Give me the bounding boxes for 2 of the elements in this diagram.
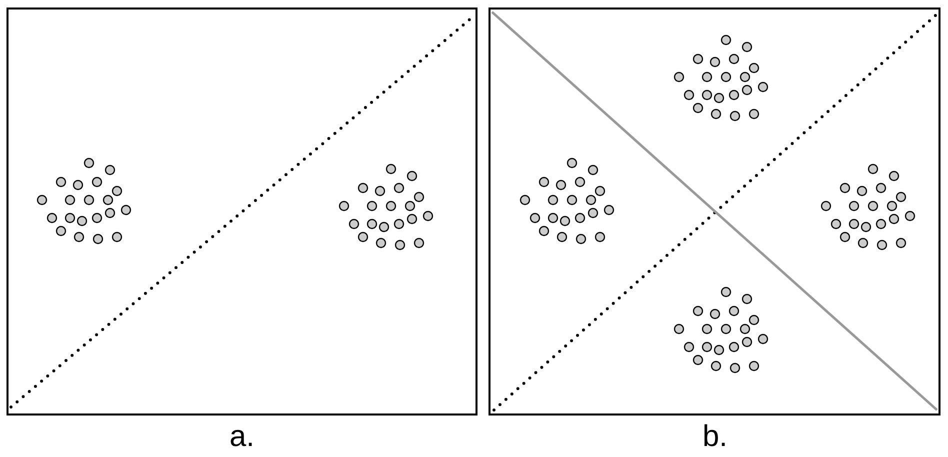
- panel-label: b.: [702, 420, 728, 454]
- panel-label: a.: [230, 420, 255, 454]
